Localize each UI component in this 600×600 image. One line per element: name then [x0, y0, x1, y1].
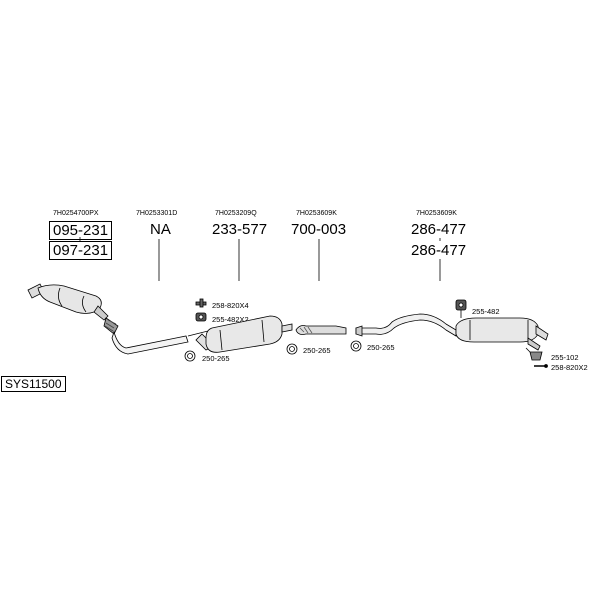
- oem-number-4: 7H0253609K: [296, 210, 337, 217]
- rear-pipe-and-silencer: [355, 313, 549, 351]
- accessory-label-bracket: 255-102: [551, 353, 579, 362]
- oem-number-3: 7H0253209Q: [215, 210, 257, 217]
- front-pipe-with-filter: [27, 283, 119, 335]
- rubber-hanger-icon-1: [195, 312, 207, 322]
- connecting-pipe: [295, 325, 347, 335]
- part-number-1b[interactable]: 097-231: [49, 241, 113, 260]
- system-code: SYS11500: [1, 376, 66, 392]
- part-number-4[interactable]: 700-003: [291, 221, 347, 238]
- oem-number-5: 7H0253609K: [416, 210, 457, 217]
- gasket-ring-icon-2: [286, 343, 298, 355]
- gasket-ring-icon-1: [184, 350, 196, 362]
- clamp-icon-2: [534, 364, 548, 368]
- part-number-3[interactable]: 233-577: [212, 221, 268, 238]
- accessory-label-hanger-1: 255-482X2: [212, 315, 249, 324]
- clamp-icon-1: [195, 298, 207, 308]
- gasket-ring-icon-3: [350, 340, 362, 352]
- centre-silencer: [187, 315, 293, 353]
- bracket-icon: [525, 347, 543, 361]
- accessory-label-gasket-3: 250-265: [367, 343, 395, 352]
- part-number-1a[interactable]: 095-231: [49, 221, 113, 240]
- accessory-label-hanger-2: 255-482: [472, 307, 500, 316]
- part-number-5a[interactable]: 286-477: [411, 221, 467, 238]
- oem-number-1: 7H0254700PX: [53, 210, 99, 217]
- accessory-label-gasket-2: 250-265: [303, 346, 331, 355]
- oem-number-2: 7H0253301D: [136, 210, 178, 217]
- accessory-label-clamp-2: 258-820X2: [551, 363, 588, 372]
- part-number-5b[interactable]: 286-477: [411, 242, 467, 259]
- accessory-label-clamp-1: 258-820X4: [212, 301, 249, 310]
- intermediate-pipe: [111, 330, 189, 355]
- part-number-2[interactable]: NA: [150, 221, 171, 238]
- rubber-hanger-icon-2: [455, 299, 467, 318]
- accessory-label-gasket-1: 250-265: [202, 354, 230, 363]
